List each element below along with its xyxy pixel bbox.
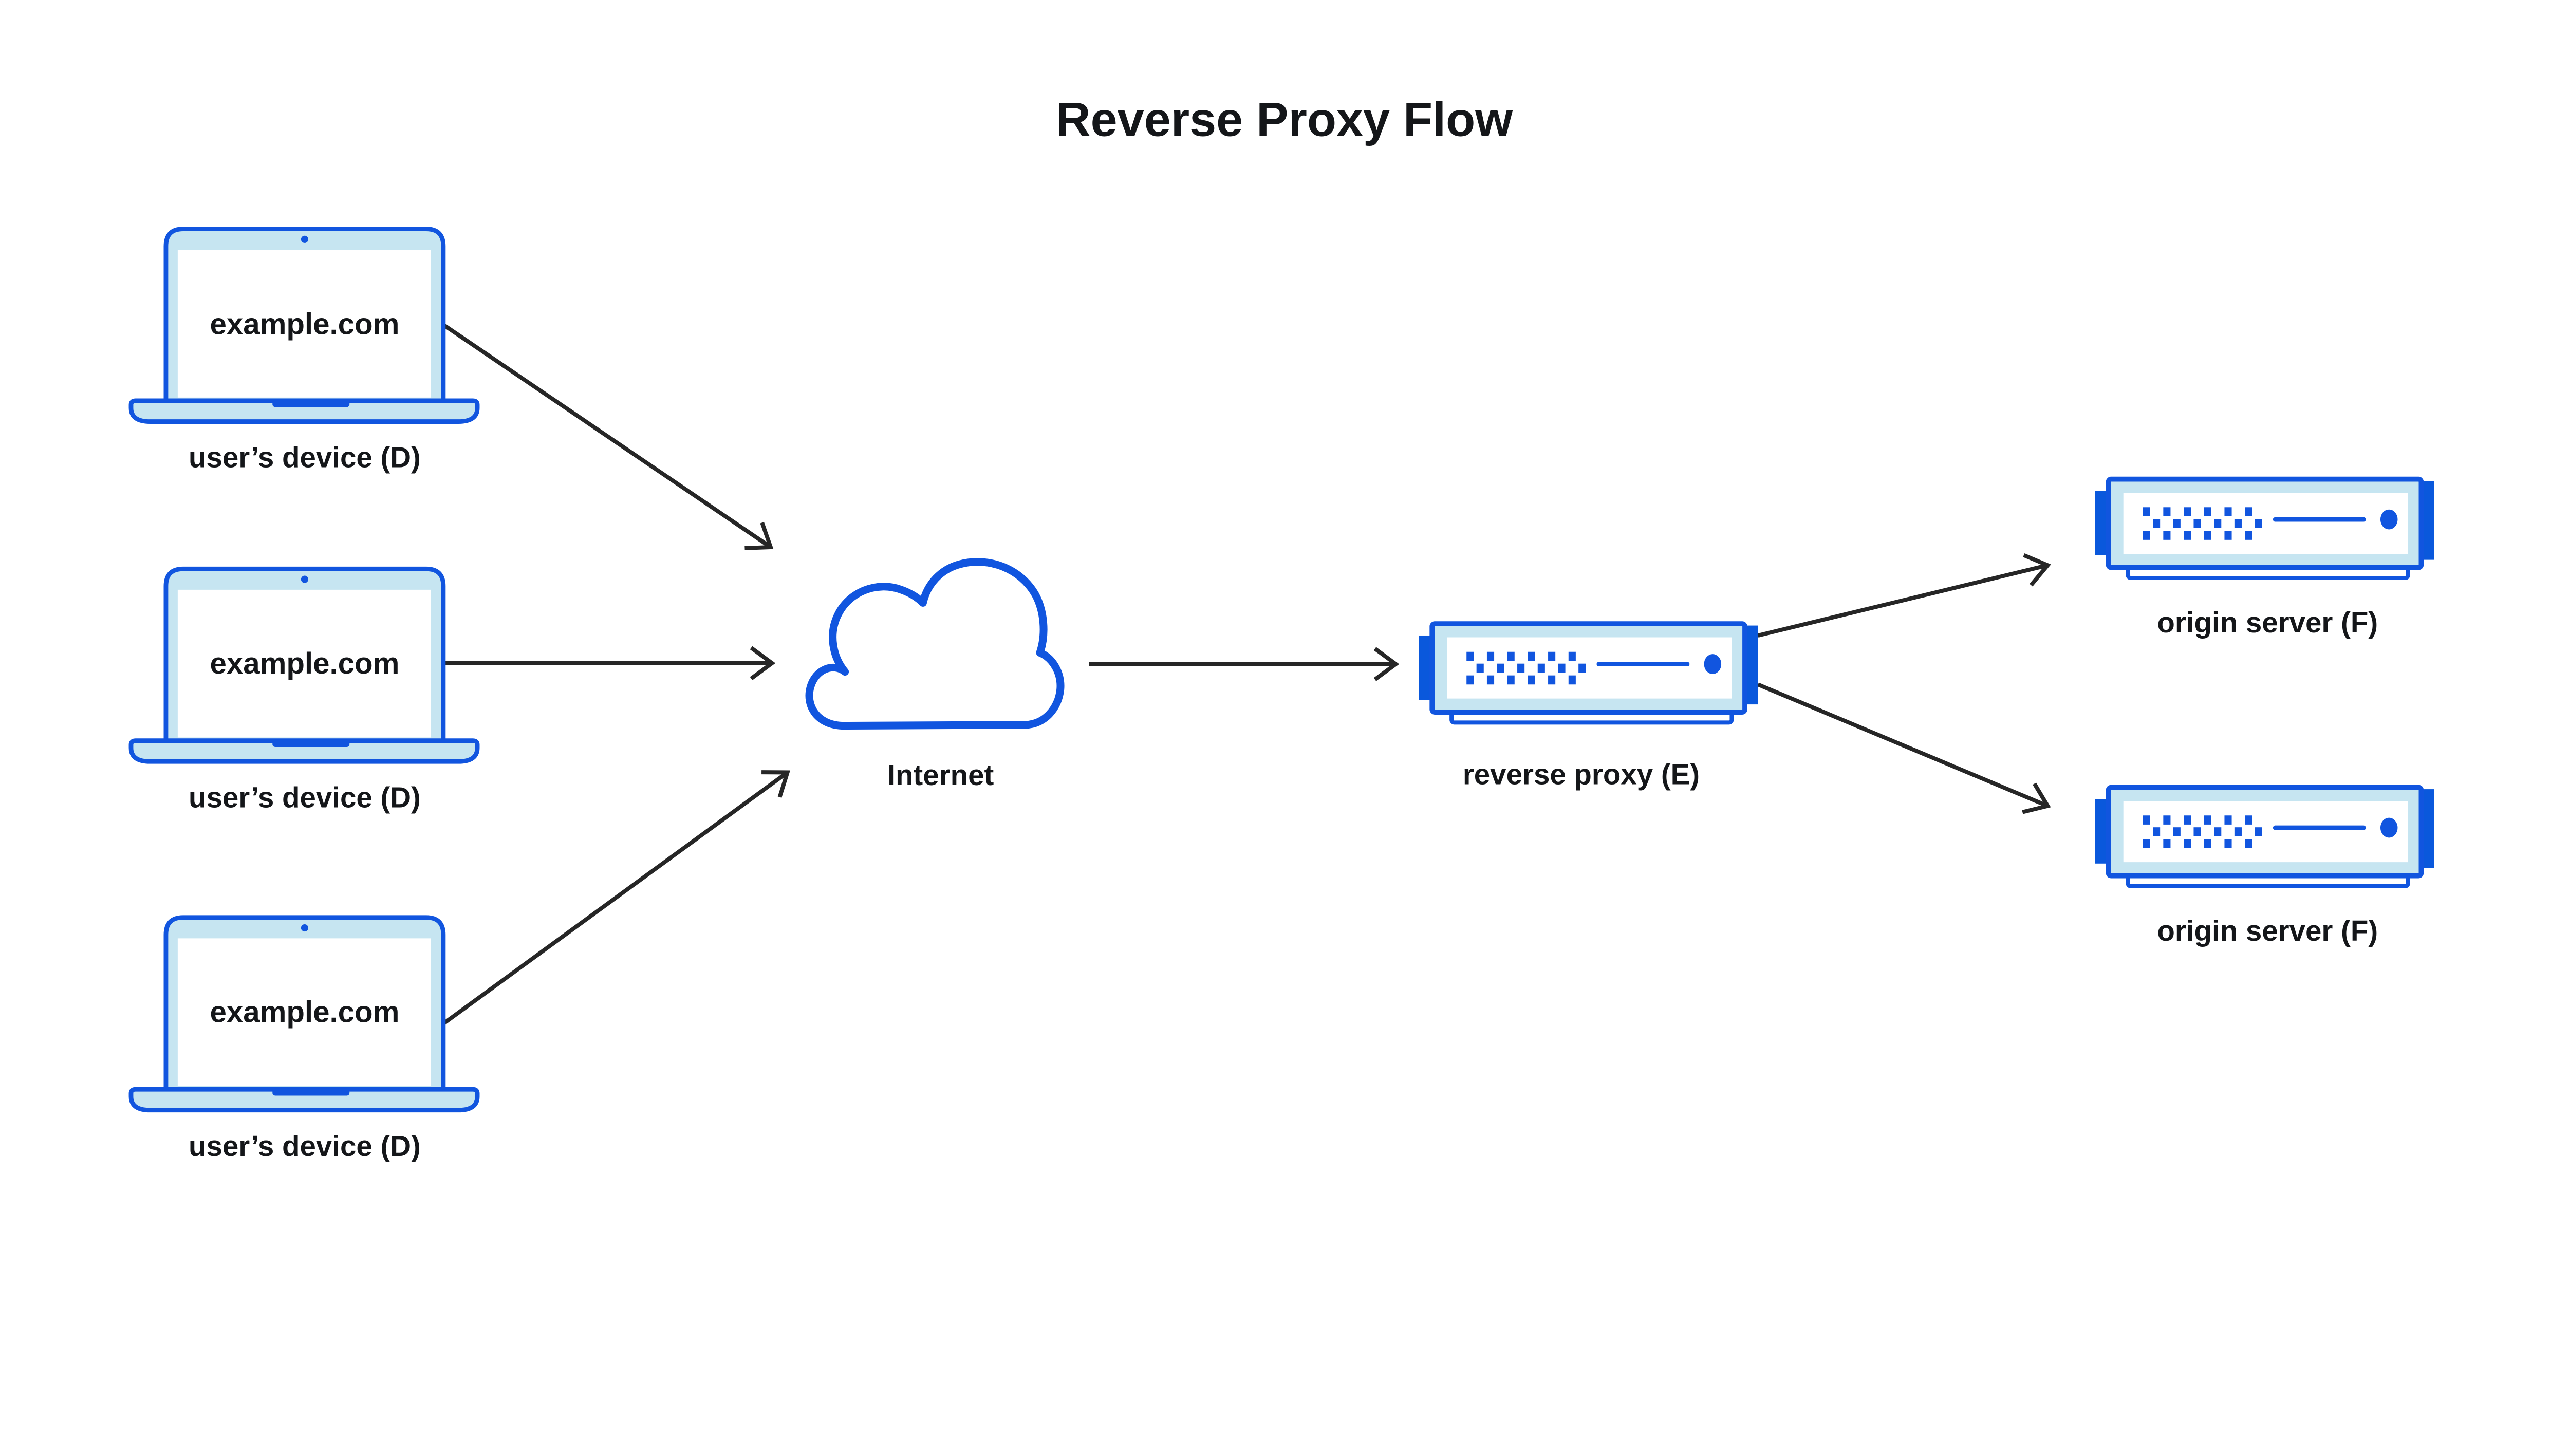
device-label: user’s device (D): [189, 441, 421, 474]
arrow-device1-to-internet: [440, 321, 774, 550]
diagram-title: Reverse Proxy Flow: [1056, 92, 1513, 146]
origin-server-label: origin server (F): [2157, 606, 2378, 639]
origin-server-2-group: origin server (F): [2095, 788, 2434, 947]
origin-server-label: origin server (F): [2157, 914, 2378, 947]
arrow-device3-to-internet: [440, 770, 790, 1027]
device-screen-text: example.com: [210, 307, 399, 341]
user-device-2-group: example.com user’s device (D): [131, 569, 477, 813]
device-screen-text: example.com: [210, 996, 399, 1029]
reverse-proxy-group: reverse proxy (E): [1419, 624, 1758, 790]
origin-server-1-group: origin server (F): [2095, 479, 2434, 639]
user-device-3-group: example.com user’s device (D): [131, 918, 477, 1162]
connection-arrows: [440, 321, 2051, 1027]
reverse-proxy-label: reverse proxy (E): [1463, 758, 1700, 790]
device-screen-text: example.com: [210, 647, 399, 680]
internet-label: Internet: [887, 759, 994, 791]
user-device-1-group: example.com user’s device (D): [131, 229, 477, 474]
internet-group: Internet: [805, 558, 1065, 791]
internet-cloud-icon: [805, 558, 1065, 730]
device-label: user’s device (D): [189, 1130, 421, 1162]
device-label: user’s device (D): [189, 781, 421, 813]
arrow-proxy-to-origin2: [1757, 682, 2051, 814]
reverse-proxy-flow-diagram: Reverse Proxy Flow example.com user’s de…: [128, 92, 2437, 1162]
arrow-proxy-to-origin1: [1757, 553, 2051, 638]
